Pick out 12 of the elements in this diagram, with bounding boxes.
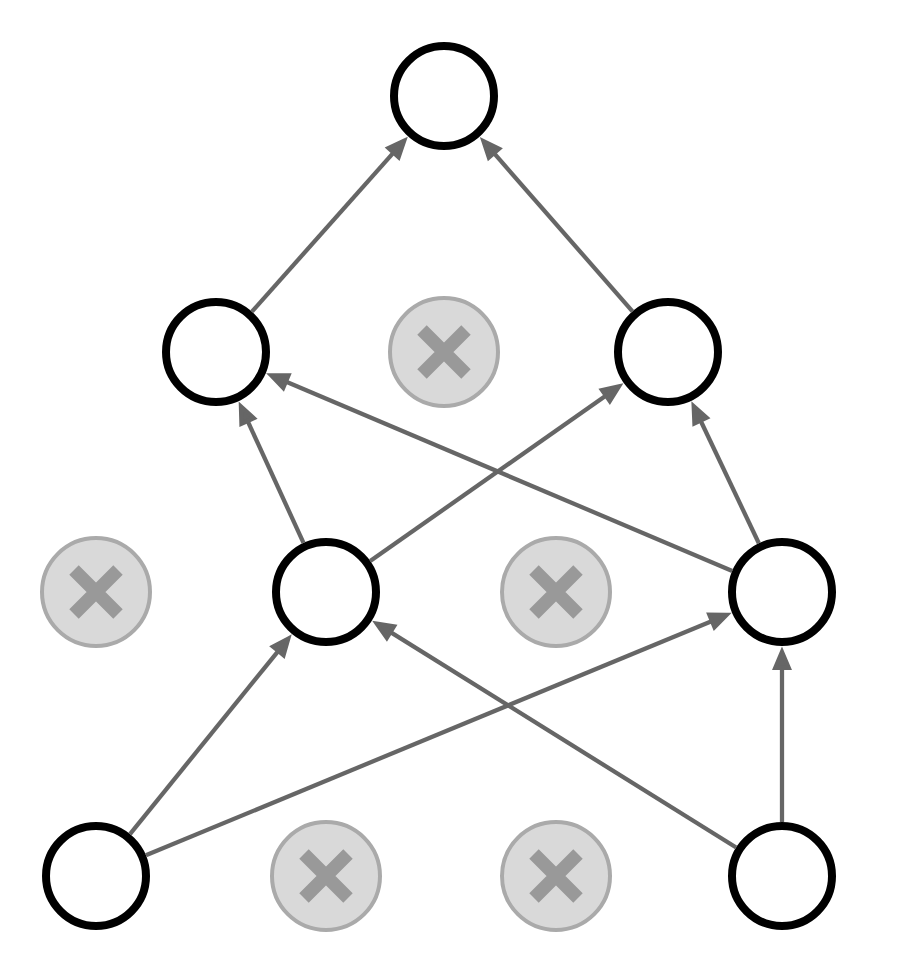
neuron-circle bbox=[162, 298, 270, 406]
dropped-neuron bbox=[500, 820, 612, 932]
neuron-circle bbox=[272, 538, 380, 646]
neuron-circle bbox=[390, 42, 498, 150]
dropped-neuron bbox=[270, 820, 382, 932]
neuron-circle bbox=[614, 298, 722, 406]
neuron-circle bbox=[728, 538, 836, 646]
neuron-circle bbox=[42, 822, 150, 930]
dropped-neuron bbox=[500, 536, 612, 648]
dropped-neuron bbox=[40, 536, 152, 648]
dropped-neuron bbox=[388, 296, 500, 408]
neuron-circle bbox=[728, 822, 836, 930]
